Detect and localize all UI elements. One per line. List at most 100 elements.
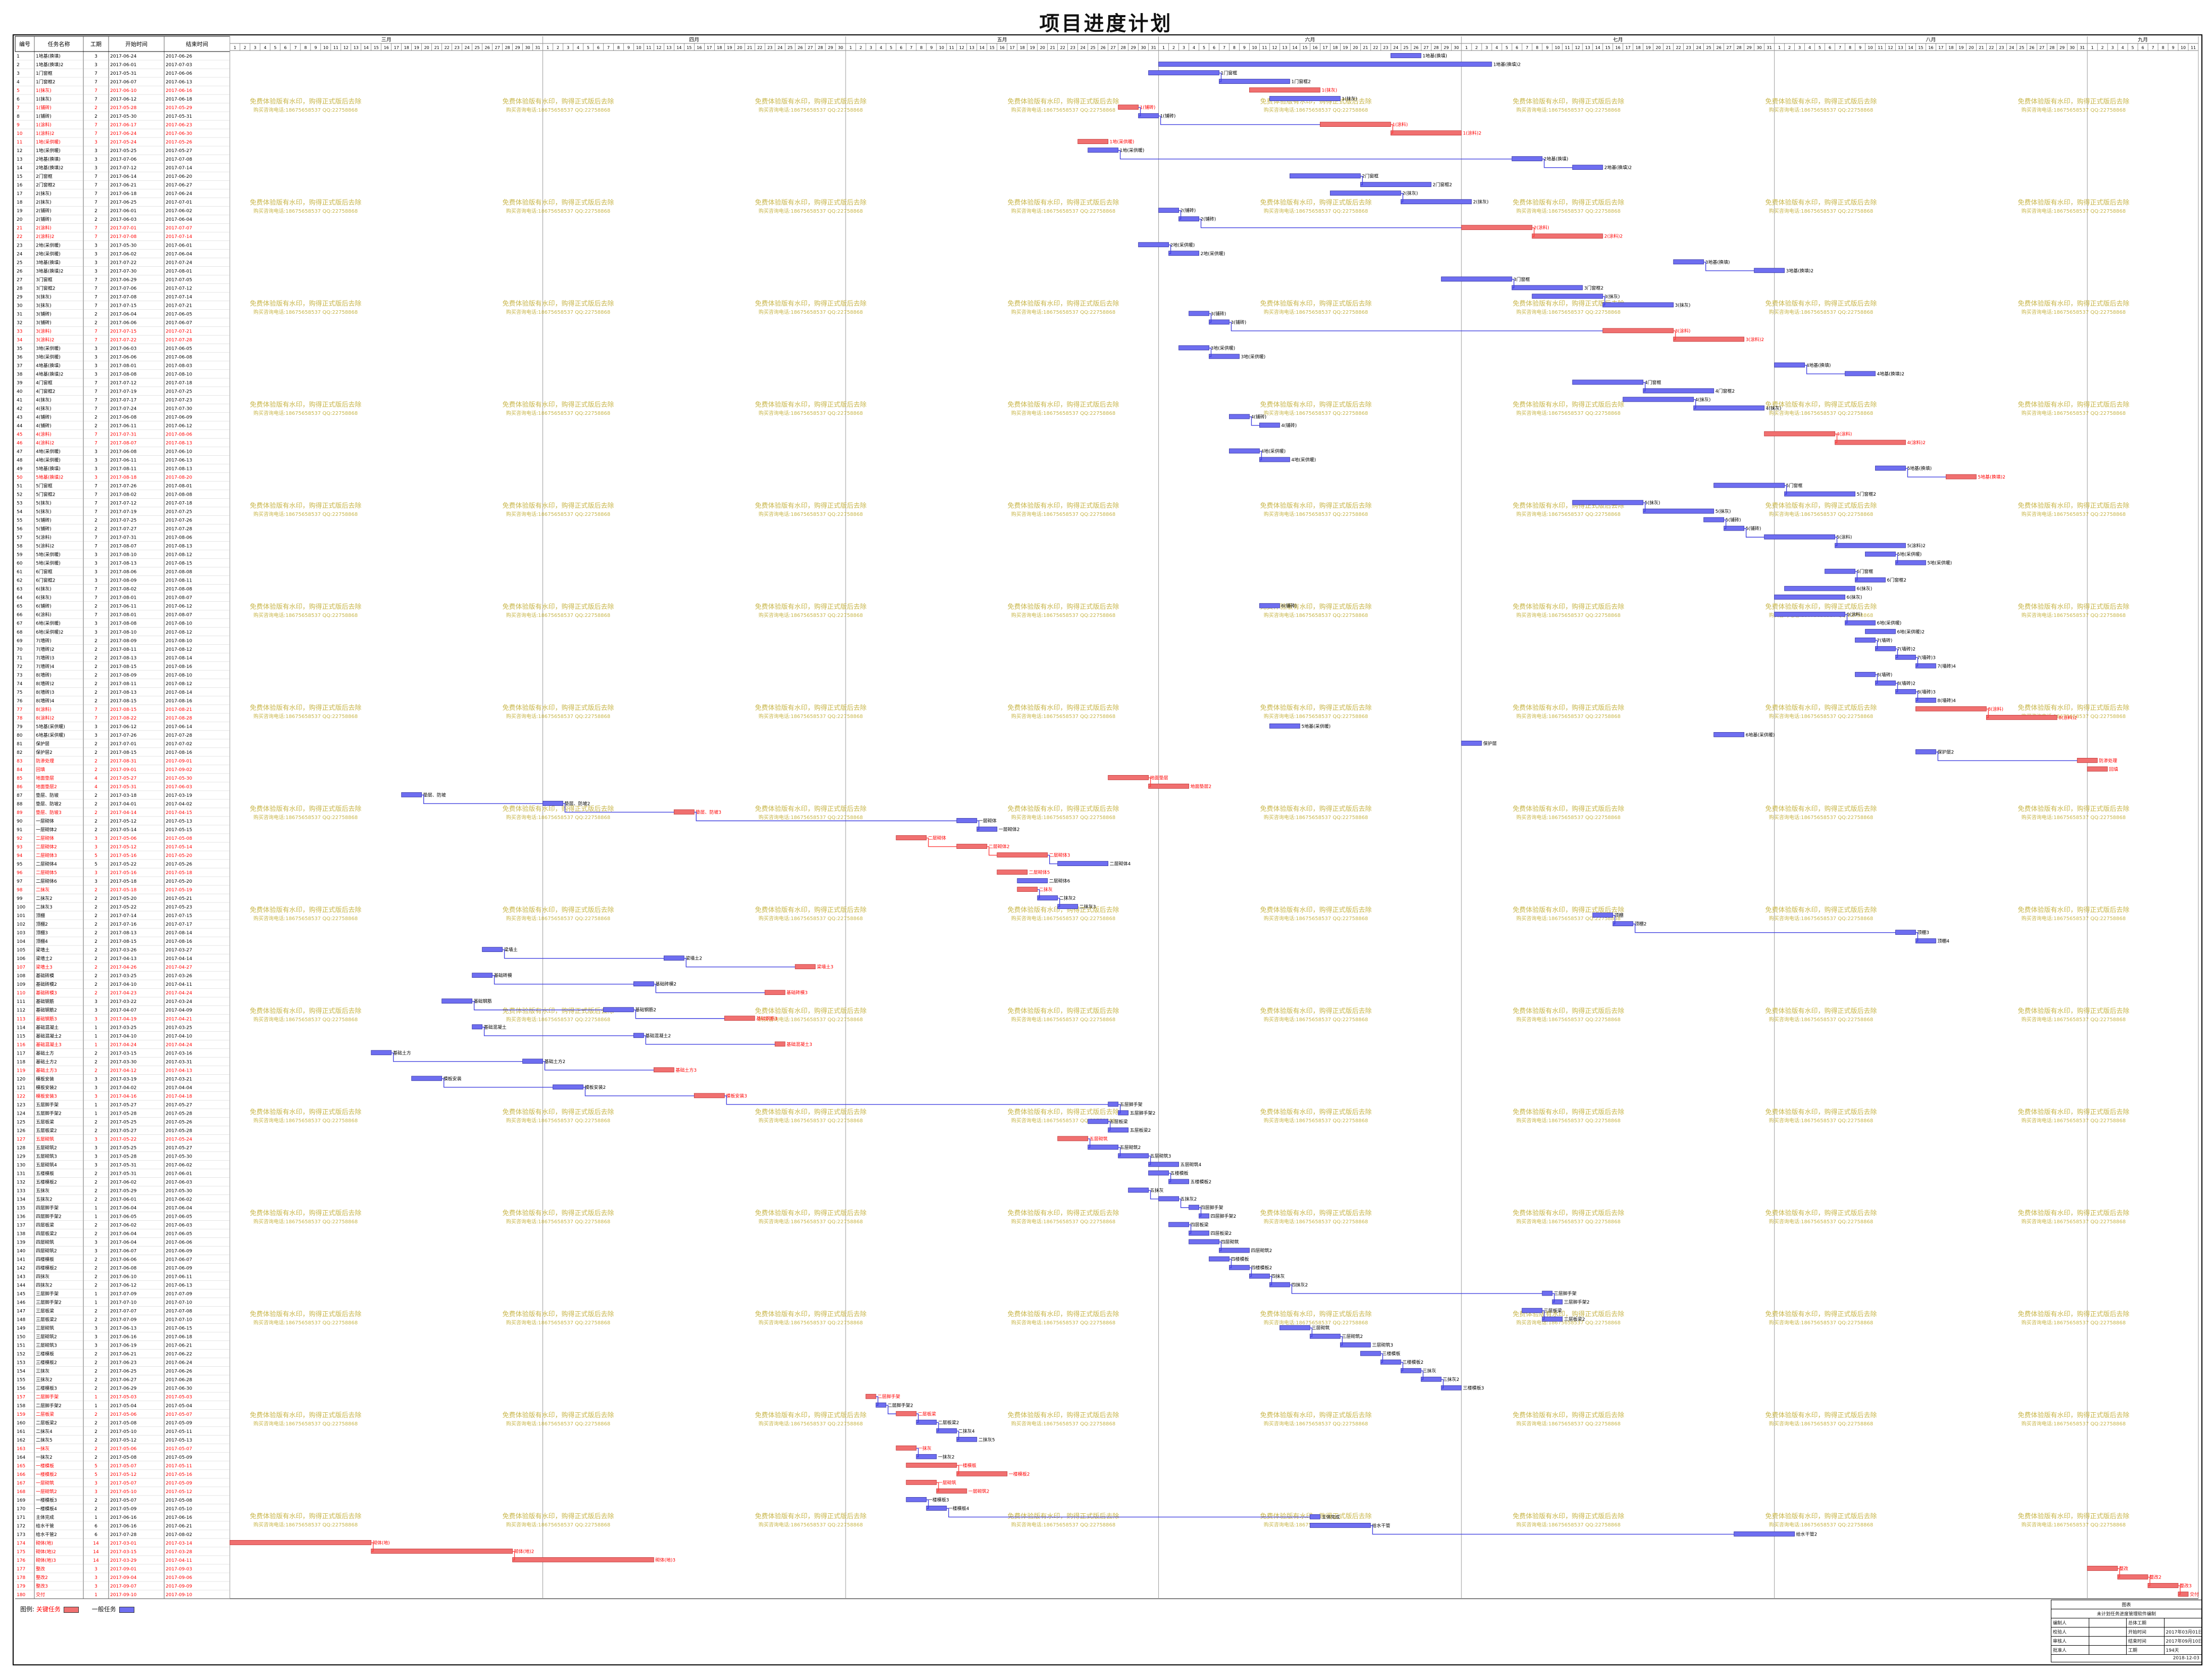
task-cell: 2017-05-12: [110, 1472, 136, 1477]
watermark-text: 购买咨询电话:18675658537 QQ:22758868: [506, 1016, 611, 1023]
task-cell: 3: [94, 1163, 97, 1168]
task-cell: 60: [17, 561, 23, 566]
task-cell: 2: [94, 914, 97, 919]
day-label: 10: [636, 45, 641, 50]
task-cell: 53: [17, 501, 22, 506]
task-cell: 2017-06-18: [166, 1335, 192, 1340]
task-cell: 136: [17, 1215, 25, 1220]
task-cell: 2017-08-15: [166, 561, 192, 566]
task-cell: 2017-06-02: [110, 252, 136, 257]
dependency-link: [876, 1396, 878, 1406]
task-cell: 2017-05-27: [110, 776, 136, 781]
watermark-text: 购买咨询电话:18675658537 QQ:22758868: [1011, 915, 1116, 922]
task-cell: 2017-07-26: [166, 518, 192, 523]
task-cell: 3: [94, 553, 97, 558]
task-cell: 五抹灰2: [36, 1196, 53, 1202]
task-cell: 2017-05-06: [110, 1447, 137, 1452]
day-label: 25: [475, 45, 480, 50]
task-cell: 138: [17, 1232, 25, 1237]
task-cell: 2017-04-10: [166, 1034, 192, 1039]
day-label: 22: [1060, 45, 1065, 50]
title-block-cell: 2017年03月01日: [2166, 1630, 2202, 1635]
task-cell: 129: [17, 1154, 25, 1159]
task-cell: 34: [17, 338, 23, 343]
task-cell: 7: [94, 596, 97, 601]
dependency-link: [654, 984, 765, 993]
task-bar-label: 地面垫层: [1150, 775, 1168, 781]
watermark-text: 购买咨询电话:18675658537 QQ:22758868: [506, 1218, 611, 1225]
day-label: 21: [1050, 45, 1055, 50]
task-cell: 6: [94, 1524, 97, 1529]
legend-critical-swatch: [63, 1606, 79, 1613]
watermark-text: 免费体验版有水印，购得正式版后去除: [1512, 1411, 1624, 1419]
task-cell: 2017-07-14: [166, 295, 192, 300]
task-cell: 1地(采供暖): [36, 139, 61, 145]
task-cell: 5地(采供暖): [36, 560, 61, 566]
task-cell: 2017-07-30: [110, 269, 137, 274]
task-bar-label: 2(抹灰): [1473, 199, 1489, 205]
task-cell: 2: [94, 1507, 97, 1512]
title-block-row: 编制人 总体工期: [2051, 1618, 2201, 1627]
dependency-link: [2178, 1585, 2181, 1595]
task-bar-label: 梁墙土3: [817, 964, 833, 970]
task-cell: 99: [17, 896, 23, 901]
watermark-text: 购买咨询电话:18675658537 QQ:22758868: [254, 1218, 358, 1225]
task-cell: 92: [17, 836, 22, 841]
task-cell: 2017-07-18: [166, 501, 192, 506]
task-cell: 178: [17, 1575, 25, 1580]
task-cell: 2017-09-06: [166, 1575, 192, 1580]
task-cell: 2017-05-07: [110, 1464, 136, 1469]
task-cell: 2017-07-22: [110, 338, 136, 343]
day-label: 29: [515, 45, 520, 50]
normal-task-bar: [1713, 483, 1785, 488]
task-cell: 2017-08-02: [110, 587, 136, 592]
task-cell: 整改: [36, 1566, 45, 1572]
watermark-text: 免费体验版有水印，购得正式版后去除: [502, 805, 614, 813]
task-cell: 垫层、防坡3: [36, 809, 62, 816]
task-cell: 2: [94, 965, 97, 970]
task-cell: 3: [94, 1326, 97, 1331]
day-label: 31: [1151, 45, 1156, 50]
normal-task-bar: [1088, 1119, 1109, 1124]
task-cell: 2017-04-10: [110, 982, 137, 987]
task-cell: 162: [17, 1438, 25, 1443]
dependency-link: [1219, 1241, 1222, 1251]
task-cell: 112: [17, 1008, 25, 1013]
month-label: 三月: [381, 37, 391, 43]
task-cell: 2017-08-20: [166, 475, 192, 481]
task-cell: 130: [17, 1163, 25, 1168]
normal-task-bar: [1542, 1290, 1553, 1296]
task-cell: 4门窗框2: [36, 388, 55, 394]
dependency-link: [502, 949, 664, 959]
normal-task-bar: [1542, 1316, 1563, 1322]
task-cell: 2017-06-04: [110, 1232, 137, 1237]
dependency-link: [946, 1508, 1310, 1518]
month-label: 八月: [1926, 37, 1936, 43]
watermark-text: 购买咨询电话:18675658537 QQ:22758868: [254, 511, 358, 517]
task-cell: 4(涂料)2: [36, 440, 54, 446]
task-cell: 2门窗框: [36, 173, 53, 179]
watermark-text: 购买咨询电话:18675658537 QQ:22758868: [2022, 208, 2126, 214]
task-cell: 56: [17, 527, 23, 532]
day-label: 29: [2059, 45, 2064, 50]
watermark-text: 免费体验版有水印，购得正式版后去除: [1765, 1411, 1877, 1419]
task-cell: 二抹灰: [36, 887, 50, 893]
task-cell: 23: [17, 243, 22, 248]
day-label: 1: [1778, 45, 1781, 50]
task-cell: 四层板梁2: [36, 1231, 57, 1237]
task-cell: 2017-07-01: [166, 200, 192, 205]
task-cell: 2: [94, 1438, 97, 1443]
task-cell: 2017-06-25: [110, 200, 136, 205]
task-cell: 2017-06-19: [110, 1344, 137, 1349]
task-cell: 124: [17, 1111, 25, 1116]
watermark-text: 购买咨询电话:18675658537 QQ:22758868: [506, 1319, 611, 1326]
task-cell: 2: [94, 1378, 97, 1383]
task-cell: 93: [17, 845, 22, 850]
task-cell: 97: [17, 879, 22, 884]
critical-task-bar: [724, 1016, 755, 1021]
day-label: 8: [304, 45, 307, 50]
task-cell: 2017-08-12: [166, 553, 192, 558]
day-label: 3: [869, 45, 872, 50]
watermark-text: 免费体验版有水印，购得正式版后去除: [250, 300, 361, 308]
task-cell: 2017-07-10: [110, 1301, 137, 1306]
